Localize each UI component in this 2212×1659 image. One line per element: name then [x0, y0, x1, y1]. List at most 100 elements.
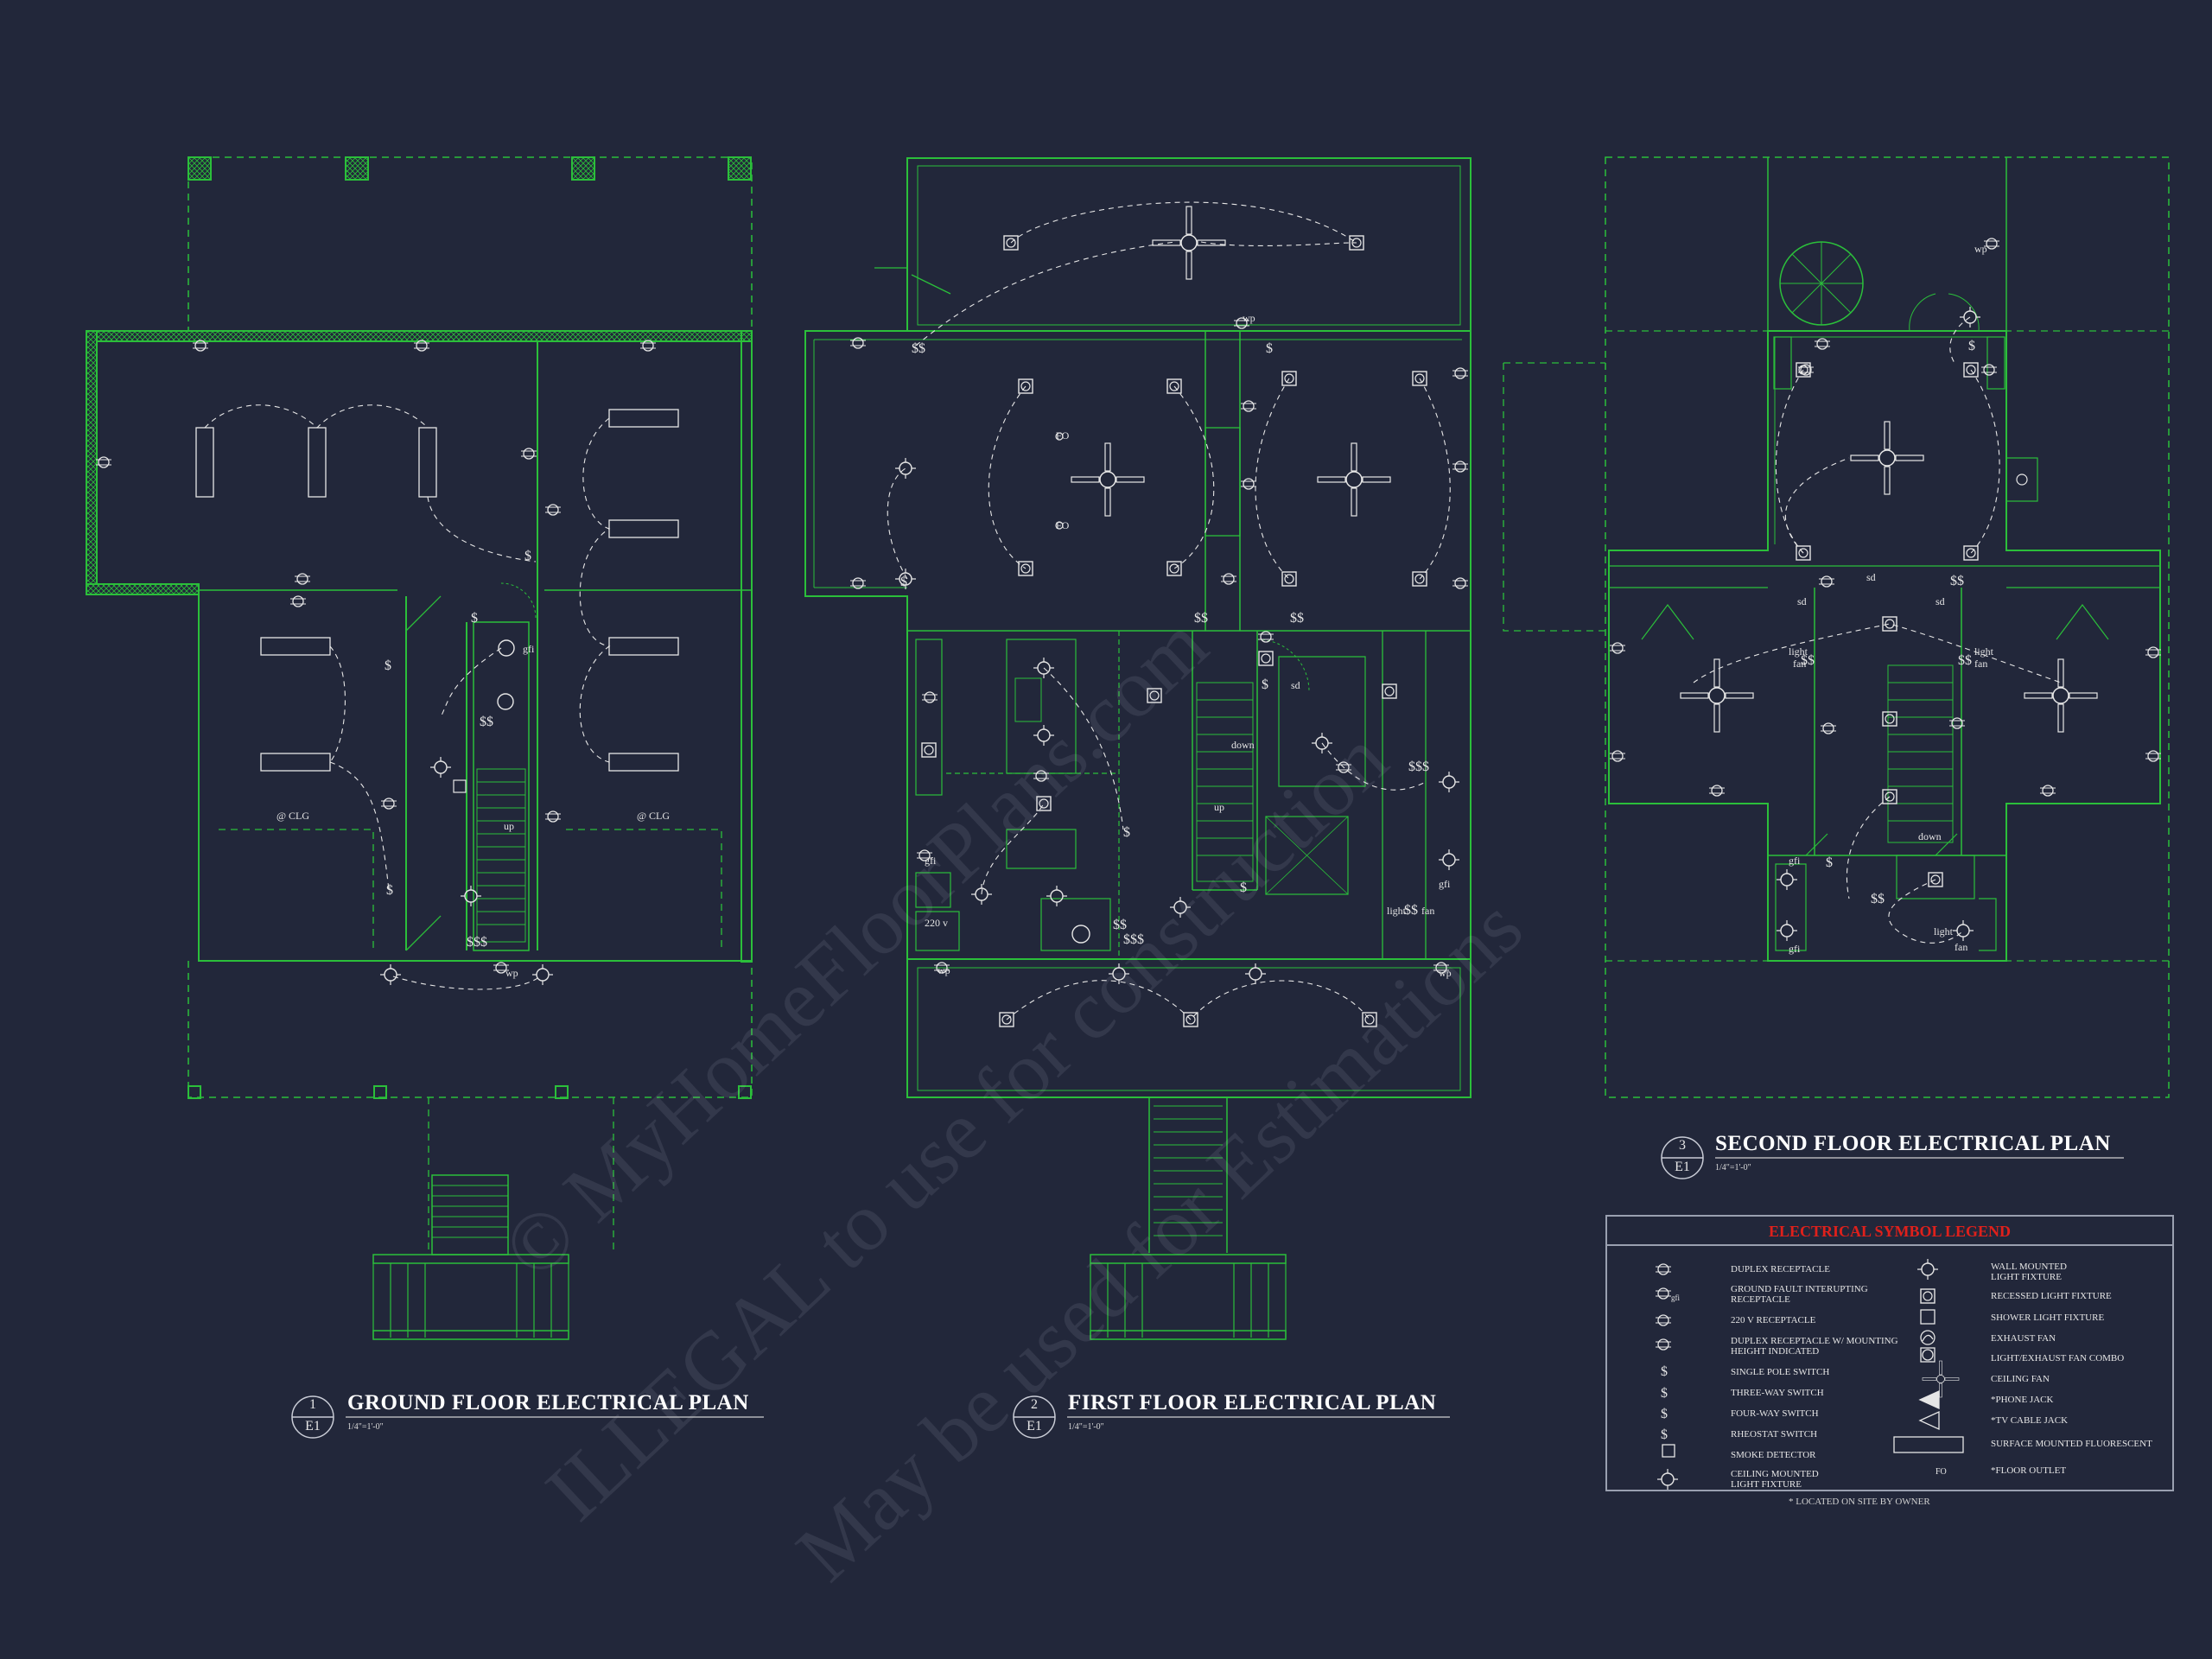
first-wp-label-1: wp: [1243, 312, 1255, 324]
second-light-label-2: light: [1974, 645, 1994, 658]
ground-floor-plan-title: GROUND FLOOR ELECTRICAL PLAN: [347, 1391, 749, 1414]
title-bubbles: [291, 1136, 2124, 1439]
second-switch-ss-2: $$: [1801, 653, 1815, 668]
first-switch-sss-1: $$$: [1408, 760, 1429, 774]
plan-2-sheet: E1: [1027, 1419, 1042, 1433]
plan-2-number: 2: [1031, 1397, 1038, 1412]
legend-item-floor-outlet: *FLOOR OUTLET: [1991, 1465, 2067, 1476]
first-switch-ss-2: $$: [1194, 611, 1208, 626]
second-down-label: down: [1918, 830, 1942, 842]
legend-item-three-way-switch: THREE-WAY SWITCH: [1731, 1388, 1824, 1398]
ground-switch-s2: $: [471, 611, 478, 626]
legend-item-exhaust-fan: EXHAUST FAN: [1991, 1333, 2056, 1344]
ground-wp-label: wp: [505, 967, 518, 979]
first-switch-sss-2: $$$: [1123, 932, 1144, 947]
second-light-label-3: light: [1934, 925, 1954, 938]
second-gfi-label-1: gfi: [1789, 855, 1801, 867]
legend-symbols: [1655, 1258, 1964, 1491]
legend-fo-mark: FO: [1936, 1467, 1947, 1477]
first-switch-ss-3: $$: [1290, 611, 1304, 626]
first-fan-label: fan: [1421, 905, 1434, 917]
ground-floor-plan-scale: 1/4"=1'-0": [347, 1422, 384, 1432]
first-wp-label-3: wp: [1439, 967, 1452, 979]
first-fo-label-2: FO: [1056, 519, 1070, 531]
first-sd-label: sd: [1291, 679, 1300, 691]
plan-3-number: 3: [1679, 1138, 1686, 1153]
legend-item-duplex-receptacle: DUPLEX RECEPTACLE: [1731, 1264, 1830, 1274]
first-floor-plan-title: FIRST FLOOR ELECTRICAL PLAN: [1068, 1391, 1437, 1414]
first-down-label: down: [1231, 739, 1255, 751]
second-floor-plan-scale: 1/4"=1'-0": [1715, 1163, 1751, 1173]
legend-item-tv-cable-jack: *TV CABLE JACK: [1991, 1415, 2069, 1426]
first-fo-label-1: FO: [1056, 429, 1070, 442]
first-switch-ss-4: $$: [1113, 918, 1127, 932]
second-floor-fixtures: wp light fan light fan light fan down gf…: [1609, 238, 2162, 955]
first-light-label: light: [1387, 905, 1407, 917]
ground-switch-s4: $: [524, 549, 531, 563]
plan-1-number: 1: [309, 1397, 316, 1412]
second-wp-label: wp: [1974, 243, 1987, 255]
first-gfi-label: gfi: [925, 855, 937, 867]
legend-item-ceiling-light: CEILING MOUNTED LIGHT FIXTURE: [1731, 1469, 1819, 1490]
ground-gfi-label: gfi: [523, 643, 535, 655]
legend-item-single-pole-switch: SINGLE POLE SWITCH: [1731, 1367, 1830, 1377]
second-fan-label-1: fan: [1793, 658, 1806, 670]
legend-item-wall-light: WALL MOUNTED LIGHT FIXTURE: [1991, 1262, 2067, 1282]
first-switch-s-3: $: [1123, 825, 1130, 840]
ground-switch-s3: $: [386, 883, 393, 898]
legend-item-220v-receptacle: 220 V RECEPTACLE: [1731, 1315, 1816, 1325]
electrical-symbol-legend: ELECTRICAL SYMBOL LEGEND: [1605, 1215, 2174, 1491]
legend-symbol-marks: $ $ $ $ gfi FO: [1661, 1294, 1947, 1477]
second-switch-s-1: $: [1968, 339, 1975, 353]
first-switch-s-1: $: [1266, 341, 1273, 356]
first-220v-label: 220 v: [925, 917, 948, 929]
ground-clg-label-left: @ CLG: [276, 810, 309, 822]
legend-item-recessed-light: RECESSED LIGHT FIXTURE: [1991, 1291, 2112, 1301]
first-floor-plan-scale: 1/4"=1'-0": [1068, 1422, 1104, 1432]
first-switch-s-5: $: [1262, 677, 1268, 692]
first-up-label: up: [1214, 801, 1224, 813]
legend-footnote: * LOCATED ON SITE BY OWNER: [1789, 1497, 1930, 1507]
ground-switch-s1: $: [385, 658, 391, 673]
plan-3-sheet: E1: [1675, 1160, 1690, 1174]
plan-1-sheet: E1: [305, 1419, 321, 1433]
legend-item-ceiling-fan: CEILING FAN: [1991, 1374, 2050, 1384]
legend-switch-symbol-1: $: [1661, 1364, 1668, 1379]
ground-switch-sss: $$$: [467, 935, 487, 950]
second-switch-ss-4: $$: [1871, 892, 1885, 906]
second-floor-plan-title: SECOND FLOOR ELECTRICAL PLAN: [1715, 1132, 2111, 1155]
second-switch-ss-1: $$: [1950, 574, 1964, 588]
ground-up-label: up: [504, 820, 514, 832]
legend-item-duplex-height: DUPLEX RECEPTACLE W/ MOUNTING HEIGHT IND…: [1731, 1336, 1898, 1357]
second-switch-ss-3: $$: [1958, 653, 1972, 668]
legend-item-shower-light: SHOWER LIGHT FIXTURE: [1991, 1313, 2105, 1323]
first-switch-ss-1: $$: [912, 341, 925, 356]
legend-item-four-way-switch: FOUR-WAY SWITCH: [1731, 1408, 1819, 1419]
second-fan-label-2: fan: [1974, 658, 1987, 670]
legend-item-light-fan-combo: LIGHT/EXHAUST FAN COMBO: [1991, 1353, 2125, 1363]
legend-switch-symbol-2: $: [1661, 1386, 1668, 1401]
second-light-label-1: light: [1789, 645, 1808, 658]
legend-item-rheostat-switch: RHEOSTAT SWITCH: [1731, 1429, 1818, 1440]
first-switch-ss-5: $$: [1404, 903, 1418, 918]
first-switch-s-2: $: [900, 575, 907, 589]
second-sd-label-1: sd: [1866, 571, 1876, 583]
first-floor-fixtures: FO FO wp wp wp down up 220 v light fan g…: [849, 201, 1469, 1027]
second-floor-plan: [1503, 156, 2170, 1098]
ground-floor-fixtures: @ CLG @ CLG gfi up wp $$$ $$ $ $ $ $: [95, 340, 679, 990]
legend-item-smoke-detector: SMOKE DETECTOR: [1731, 1450, 1816, 1460]
legend-item-phone-jack: *PHONE JACK: [1991, 1395, 2054, 1405]
first-gfi-label-2: gfi: [1439, 878, 1451, 890]
first-floor-plan: [804, 157, 1471, 1340]
second-sd-label-2: sd: [1797, 595, 1807, 607]
second-fan-label-3: fan: [1955, 941, 1967, 953]
legend-switch-symbol-3: $: [1661, 1407, 1668, 1421]
first-switch-s-4: $: [1240, 880, 1247, 895]
second-switch-s-2: $: [1826, 855, 1833, 870]
legend-item-surface-fluorescent: SURFACE MOUNTED FLUORESCENT: [1991, 1439, 2152, 1449]
second-gfi-label-2: gfi: [1789, 943, 1801, 955]
ground-switch-ss: $$: [480, 715, 493, 729]
ground-clg-label-right: @ CLG: [637, 810, 670, 822]
